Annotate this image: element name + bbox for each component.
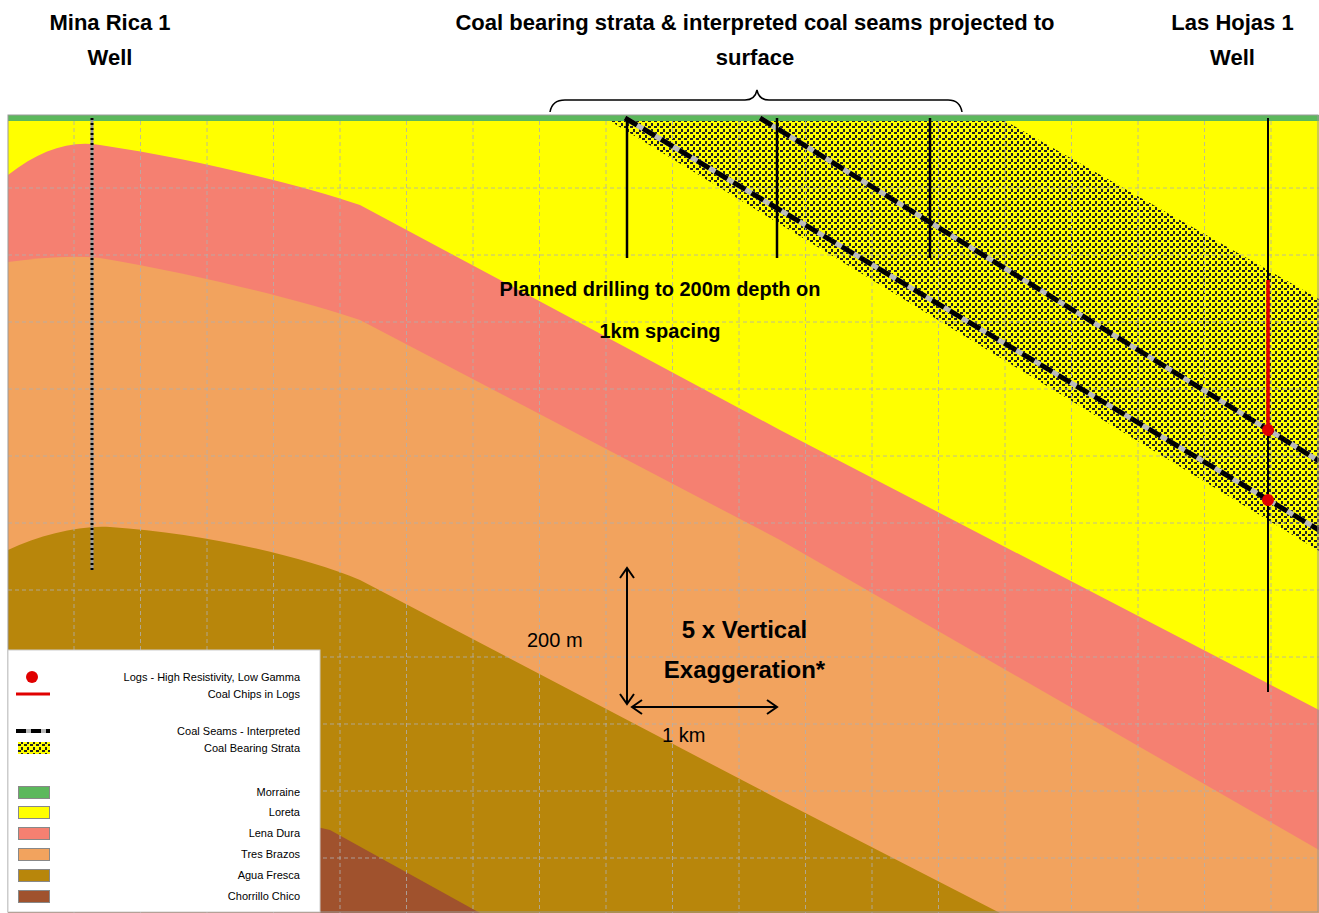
grid-line: [8, 188, 1319, 189]
well-name: Las Hojas 1 Well: [1160, 5, 1305, 75]
grid-line: [739, 121, 740, 913]
section-heading: Coal bearing strata & interpreted coal s…: [445, 5, 1065, 75]
legend-dot-sample: [26, 671, 38, 683]
legend-label: Lena Dura: [249, 826, 300, 840]
grid-line: [406, 121, 407, 913]
grid-line: [8, 590, 1319, 591]
legend-swatch: [18, 786, 50, 799]
legend-label: Chorrillo Chico: [228, 889, 300, 903]
label-text: 200 m: [527, 629, 583, 651]
grid-line: [8, 389, 1319, 390]
dimension: 1 km: [662, 722, 752, 748]
planned-drill-hole: [627, 118, 930, 258]
legend-hatch-sample: [18, 742, 50, 754]
legend-label: Loreta: [269, 805, 300, 819]
label-text: Coal bearing strata & interpreted coal s…: [455, 10, 1054, 70]
grid-line: [8, 523, 1319, 524]
scale-note: 5 x Vertical Exaggeration*: [642, 610, 847, 690]
grid-line: [340, 121, 341, 913]
legend-label: Logs - High Resistivity, Low Gamma: [124, 670, 300, 684]
label-text: Planned drilling to 200m depth on 1km sp…: [499, 278, 820, 342]
grid-line: [1138, 121, 1139, 913]
morraine-layer: [8, 115, 1319, 121]
legend-label: Coal Bearing Strata: [204, 741, 300, 755]
dimension: 200 m: [527, 627, 617, 653]
legend-label: Morraine: [257, 785, 300, 799]
legend-swatch: [18, 827, 50, 840]
grid: [8, 121, 1319, 913]
coal-seam: [625, 118, 1319, 530]
grid-line: [1204, 121, 1205, 913]
legend-label: Coal Chips in Logs: [208, 687, 300, 701]
legend-box: [8, 650, 320, 912]
grid-line: [606, 121, 607, 913]
legend-line-sample: [16, 693, 50, 696]
coal-seam: [760, 118, 1319, 461]
grid-line: [938, 121, 939, 913]
label-text: 5 x Vertical Exaggeration*: [664, 616, 825, 683]
legend-swatch: [18, 806, 50, 819]
bracket: [550, 90, 962, 112]
grid-line: [539, 121, 540, 913]
grid-line: [1071, 121, 1072, 913]
las-hojas-well: [1262, 118, 1274, 692]
legend-swatch: [18, 869, 50, 882]
legend-seam-sample: [16, 731, 50, 732]
label-text: 1 km: [662, 724, 705, 746]
grid-line: [1005, 121, 1006, 913]
label-text: Mina Rica 1 Well: [49, 10, 170, 70]
grid-line: [473, 121, 474, 913]
loreta-layer: [8, 115, 1319, 913]
grid-line: [872, 121, 873, 913]
legend-label: Tres Brazos: [241, 847, 300, 861]
label-text: Las Hojas 1 Well: [1171, 10, 1293, 70]
legend-swatch: [18, 890, 50, 903]
legend-label: Agua Fresca: [238, 868, 300, 882]
grid-line: [8, 456, 1319, 457]
agua-fresca-layer: [8, 527, 1000, 913]
grid-line: [8, 255, 1319, 256]
legend-swatch: [18, 848, 50, 861]
grid-line: [805, 121, 806, 913]
well-name: Mina Rica 1 Well: [35, 5, 185, 75]
mina-rica-well: [92, 118, 93, 570]
grid-line: [1271, 121, 1272, 913]
drilling-note: Planned drilling to 200m depth on 1km sp…: [485, 268, 835, 352]
frame: [8, 115, 1318, 912]
grid-line: [672, 121, 673, 913]
legend-label: Coal Seams - Interpreted: [177, 724, 300, 738]
